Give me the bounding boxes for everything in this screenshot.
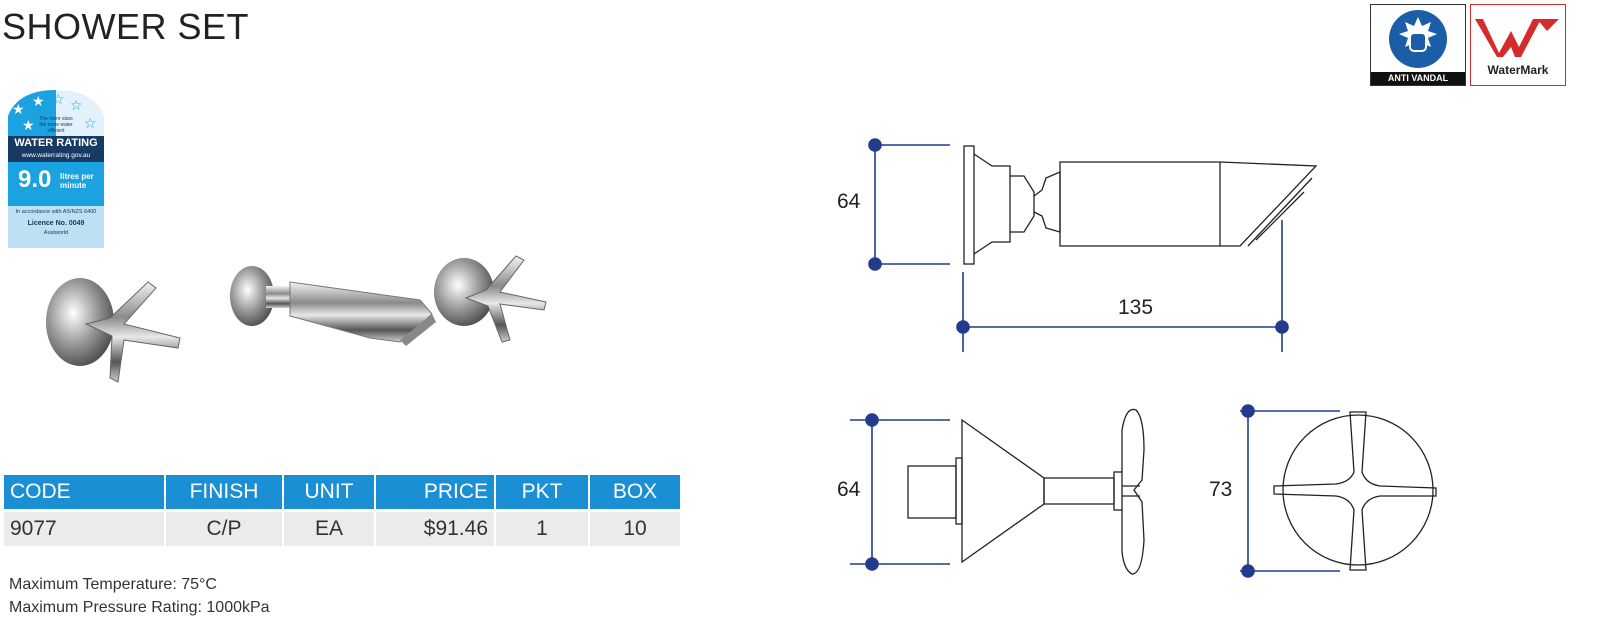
svg-text:☆: ☆ [84, 115, 97, 131]
dimension-bottom-height: 64 [837, 478, 861, 501]
anti-vandal-logo: ANTI VANDAL [1370, 4, 1466, 86]
water-rating-unit: litres per minute [60, 172, 94, 190]
svg-text:☆: ☆ [52, 91, 65, 107]
water-rating-stars-icon: ★ ★ ★ ☆ ☆ ☆ The more stars the more wate… [8, 90, 104, 138]
svg-text:★: ★ [22, 117, 35, 133]
water-rating-label: ★ ★ ★ ☆ ☆ ☆ The more stars the more wate… [8, 88, 104, 248]
cell-finish: C/P [166, 509, 282, 546]
anti-vandal-icon [1389, 10, 1447, 68]
water-rating-small-text: The more stars the more water efficient [39, 116, 73, 134]
header-code: CODE [4, 475, 164, 509]
table-row: 9077 C/P EA $91.46 1 10 [4, 509, 680, 546]
watermark-caption: WaterMark [1487, 63, 1549, 77]
header-pkt: PKT [496, 475, 588, 509]
dimension-bottom-diameter: 73 [1209, 478, 1233, 501]
dimension-top-height: 64 [837, 190, 861, 213]
spout-side-profile [963, 145, 1318, 265]
water-rating-value-box: 9.0 litres per minute [8, 162, 104, 206]
page-title: SHOWER SET [2, 6, 250, 47]
product-spec-table: CODE FINISH UNIT PRICE PKT BOX 9077 C/P … [2, 475, 682, 546]
anti-vandal-caption: ANTI VANDAL [1371, 72, 1465, 85]
left-cross-handle-tap [46, 278, 181, 383]
svg-text:★: ★ [32, 93, 45, 109]
water-rating-url: www.waterrating.gov.au [8, 151, 104, 162]
shower-set-product-image [46, 255, 547, 383]
water-rating-value: 9.0 [18, 166, 52, 193]
right-cross-handle-tap [434, 255, 547, 343]
cell-pkt: 1 [496, 509, 588, 546]
water-rating-footer: In accordance with AS/NZS 6400 Licence N… [8, 206, 104, 248]
tap-side-profile [907, 408, 1145, 575]
technical-drawings [850, 138, 1437, 578]
cell-price: $91.46 [376, 509, 494, 546]
header-finish: FINISH [166, 475, 282, 509]
max-pressure-note: Maximum Pressure Rating: 1000kPa [9, 599, 270, 616]
water-rating-standard: In accordance with AS/NZS 6400 [15, 209, 97, 215]
cell-box: 10 [590, 509, 680, 546]
max-temperature-note: Maximum Temperature: 75°C [9, 576, 217, 593]
header-box: BOX [590, 475, 680, 509]
svg-text:☆: ☆ [70, 97, 83, 113]
water-rating-title: WATER RATING [8, 136, 104, 151]
table-header-row: CODE FINISH UNIT PRICE PKT BOX [4, 475, 680, 509]
header-unit: UNIT [284, 475, 374, 509]
shower-spout [230, 266, 436, 346]
tap-front-view [1273, 411, 1437, 571]
watermark-w-icon [1475, 19, 1559, 57]
watermark-logo: WaterMark [1470, 4, 1566, 86]
svg-text:★: ★ [12, 101, 25, 117]
cell-unit: EA [284, 509, 374, 546]
dimension-top-length: 135 [1118, 296, 1154, 319]
water-rating-licence: Licence No. 0049 [27, 220, 85, 227]
water-rating-brand: Austworld [43, 230, 69, 236]
cell-code: 9077 [4, 509, 164, 546]
header-price: PRICE [376, 475, 494, 509]
